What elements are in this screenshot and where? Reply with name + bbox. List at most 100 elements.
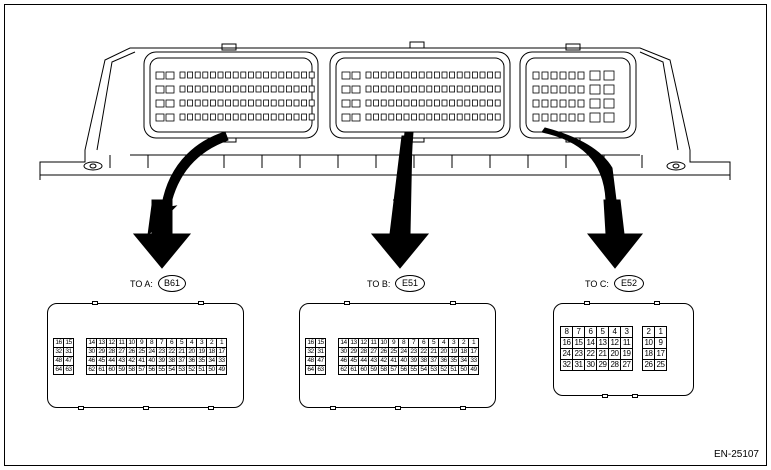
housing-pin-slot [202, 71, 209, 79]
pin-cell: 9 [388, 338, 399, 348]
housing-pin-slot [165, 113, 175, 122]
pin-cell: 17 [216, 347, 227, 357]
pin-cell: 28 [106, 347, 117, 357]
housing-pin-slot [240, 71, 247, 79]
pin-cell: 42 [378, 356, 389, 366]
pin-cell: 26 [642, 359, 655, 371]
pin-cell: 51 [448, 365, 459, 375]
pin-cell: 34 [458, 356, 469, 366]
housing-pin-slot [285, 99, 292, 107]
pin-cell: 42 [126, 356, 137, 366]
housing-pin-slot [232, 99, 239, 107]
pin-cell: 25 [136, 347, 147, 357]
housing-pin-slot [559, 85, 567, 94]
pin-cell: 20 [438, 347, 449, 357]
pin-cell: 1 [468, 338, 479, 348]
housing-pin-slot [479, 85, 486, 93]
pin-cell: 28 [358, 347, 369, 357]
pin-cell: 41 [388, 356, 399, 366]
pin-cell: 8 [398, 338, 409, 348]
housing-pin-slot [479, 113, 486, 121]
housing-pin-slot [263, 99, 270, 107]
housing-pin-slot [194, 85, 201, 93]
pin-cell: 11 [620, 337, 633, 349]
housing-pin-slot [568, 113, 576, 122]
housing-pin-slot [187, 85, 194, 93]
pin-cell: 51 [196, 365, 207, 375]
housing-pin-slot [471, 99, 478, 107]
pin-cell: 21 [176, 347, 187, 357]
figure-code: EN-25107 [713, 449, 759, 460]
housing-pin-slot [395, 71, 402, 79]
housing-pin-slot [411, 113, 418, 121]
housing-pin-slot [441, 113, 448, 121]
housing-pin-slot [603, 98, 615, 109]
latch-tab [344, 301, 350, 305]
housing-pin-slot [240, 85, 247, 93]
housing-pin-slot [449, 99, 456, 107]
pin-cell: 19 [448, 347, 459, 357]
pin-cell: 46 [86, 356, 97, 366]
pin-cell: 30 [584, 359, 597, 371]
housing-pin-slot [308, 85, 315, 93]
pin-cell: 43 [116, 356, 127, 366]
housing-pin-slot [577, 99, 585, 108]
housing-pin-slot [589, 70, 601, 81]
housing-pin-slot [351, 113, 361, 122]
housing-pin-slot [187, 71, 194, 79]
pin-cell: 55 [156, 365, 167, 375]
pin-cell: 59 [368, 365, 379, 375]
pin-cell: 6 [584, 326, 597, 338]
housing-pin-slot [301, 71, 308, 79]
pin-cell: 20 [608, 348, 621, 360]
housing-pin-slot [301, 113, 308, 121]
housing-pin-slot [187, 113, 194, 121]
pin-cell: 50 [206, 365, 217, 375]
housing-pin-slot [441, 99, 448, 107]
pin-cell: 9 [136, 338, 147, 348]
housing-pin-slot [278, 85, 285, 93]
housing-pin-slot [293, 85, 300, 93]
latch-tab [92, 301, 98, 305]
pin-cell: 52 [438, 365, 449, 375]
pin-cell: 16 [53, 338, 64, 348]
housing-pin-slot [202, 113, 209, 121]
housing-pin-slot [559, 71, 567, 80]
pin-cell: 35 [196, 356, 207, 366]
pin-cell: 50 [458, 365, 469, 375]
pin-cell: 12 [608, 337, 621, 349]
pin-cell: 31 [315, 347, 326, 357]
pin-cell: 25 [654, 359, 667, 371]
housing-pin-slot [194, 71, 201, 79]
pin-cell: 53 [176, 365, 187, 375]
pin-cell: 13 [348, 338, 359, 348]
housing-pin-slot [179, 85, 186, 93]
pin-cell: 4 [186, 338, 197, 348]
housing-pin-slot [255, 71, 262, 79]
housing-pin-slot [426, 71, 433, 79]
pin-cell: 15 [63, 338, 74, 348]
pin-cell: 45 [348, 356, 359, 366]
housing-pin-slot [308, 99, 315, 107]
housing-pin-slot [202, 99, 209, 107]
pin-cell: 29 [596, 359, 609, 371]
housing-pin-slot [532, 71, 540, 80]
pin-cell: 63 [315, 365, 326, 375]
housing-pin-slot [603, 112, 615, 123]
callout-prefix-c: TO C: [585, 279, 609, 289]
pin-cell: 58 [378, 365, 389, 375]
housing-pin-slot [411, 71, 418, 79]
housing-pin-slot [365, 85, 372, 93]
pin-cell: 64 [53, 365, 64, 375]
pin-cell: 16 [560, 337, 573, 349]
pin-cell: 8 [560, 326, 573, 338]
housing-pin-slot [301, 99, 308, 107]
housing-pin-slot [388, 85, 395, 93]
housing-pin-slot [255, 85, 262, 93]
housing-pin-slot [426, 99, 433, 107]
